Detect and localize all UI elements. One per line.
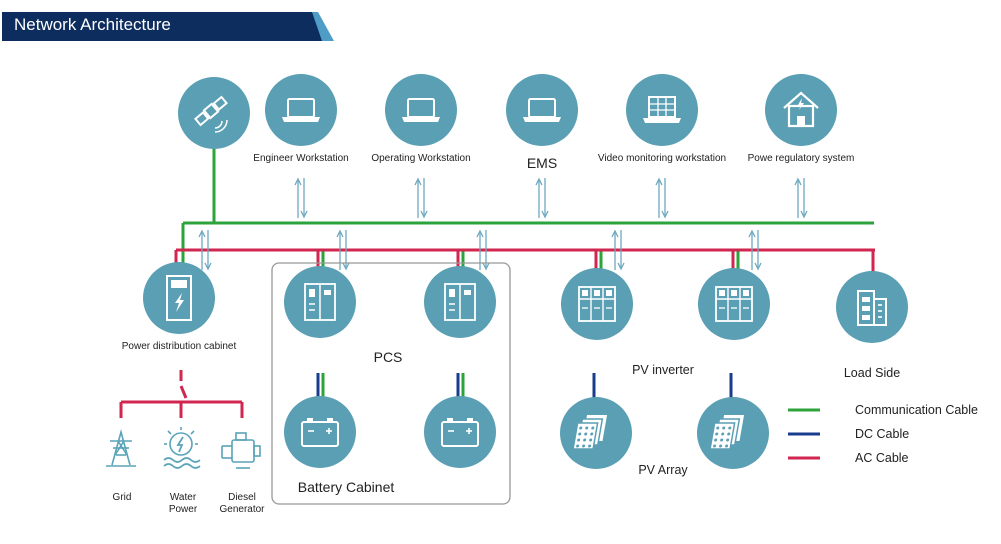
house-bolt-icon [783, 91, 819, 128]
cabinet-bolt-icon [166, 275, 192, 321]
satellite-icon [193, 95, 229, 127]
legend-dc-label: DC Cable [855, 427, 910, 441]
dc-links [316, 373, 733, 398]
data-arrow [414, 177, 428, 219]
pv-array-label: PV Array [638, 463, 688, 477]
node-battery-1 [284, 396, 356, 468]
node-video-monitoring [626, 74, 698, 146]
legend-communication-label: Communication Cable [855, 403, 978, 417]
node-regulatory-system [765, 74, 837, 146]
node-battery-2 [424, 396, 496, 468]
battery-cabinet-label: Battery Cabinet [297, 479, 395, 495]
legend-swatches [788, 408, 820, 460]
monitor-grid-icon [643, 96, 681, 123]
header-banner [2, 12, 334, 41]
node-pv-array-2 [697, 397, 769, 469]
grid-label: Grid [112, 492, 132, 503]
water-turbine-icon [163, 427, 201, 469]
node-pv-array-1 [560, 397, 632, 469]
node-satellite [178, 77, 250, 149]
diesel-engine-icon [221, 432, 261, 469]
power-tower-icon [106, 428, 136, 467]
node-engineer-workstation [265, 74, 337, 146]
video-monitoring-label: Video monitoring workstation [597, 153, 727, 164]
node-operating-workstation [385, 74, 457, 146]
page-title: Network Architecture [14, 15, 171, 34]
storage-group-box [271, 262, 511, 505]
node-pcs-2 [424, 266, 496, 338]
data-arrow [794, 177, 808, 219]
node-load-side [836, 271, 908, 343]
ac-bus [174, 248, 875, 272]
ems-label: EMS [526, 155, 558, 171]
data-arrow [294, 177, 308, 219]
node-pv-inverter-1 [561, 268, 633, 340]
legend-ac-label: AC Cable [855, 451, 909, 465]
operating-workstation-label: Operating Workstation [371, 153, 471, 164]
pv-inverter-label: PV inverter [632, 363, 694, 377]
engineer-workstation-label: Engineer Workstation [253, 153, 349, 164]
node-ems [506, 74, 578, 146]
water-power-label: Water Power [168, 492, 198, 515]
regulatory-system-label: Powe regulatory system [747, 153, 855, 164]
data-arrow [655, 177, 669, 219]
data-arrow [535, 177, 549, 219]
node-pcs-1 [284, 266, 356, 338]
building-icon [857, 290, 887, 326]
diesel-generator-label: Diesel Generator [219, 492, 265, 515]
load-side-label: Load Side [843, 366, 901, 380]
power-distribution-label: Power distribution cabinet [121, 341, 237, 352]
node-power-distribution [143, 262, 215, 334]
source-wiring [119, 370, 244, 418]
node-pv-inverter-2 [698, 268, 770, 340]
pcs-label: PCS [373, 349, 403, 365]
